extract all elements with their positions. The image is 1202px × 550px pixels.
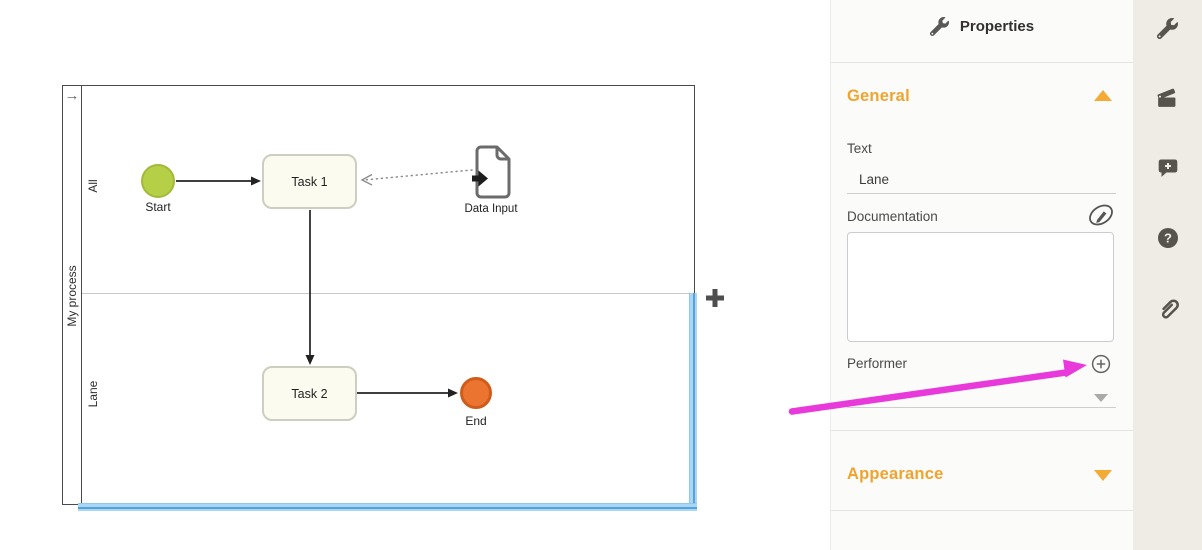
performer-dropdown[interactable] xyxy=(847,386,1116,406)
divider xyxy=(831,62,1133,63)
documentation-textarea[interactable] xyxy=(847,232,1114,342)
add-lane-button[interactable] xyxy=(704,287,726,309)
toolbar-clapperboard-button[interactable] xyxy=(1150,80,1186,116)
section-general[interactable]: General xyxy=(847,87,910,105)
pool-my-process[interactable] xyxy=(62,85,82,505)
toolbar-attachments-button[interactable] xyxy=(1150,290,1186,326)
task-2[interactable]: Task 2 xyxy=(262,366,357,421)
plus-circle-icon xyxy=(1091,354,1111,374)
end-event[interactable] xyxy=(460,377,492,409)
lane-lane-selected[interactable] xyxy=(82,293,695,504)
toolbar-properties-button[interactable] xyxy=(1150,10,1186,46)
dropdown-underline xyxy=(847,407,1116,408)
svg-text:?: ? xyxy=(1164,231,1172,246)
start-event-label: Start xyxy=(145,200,171,214)
end-event-label: End xyxy=(465,414,487,428)
panel-title: Properties xyxy=(959,17,1035,35)
comment-plus-icon xyxy=(1158,159,1177,177)
start-event[interactable] xyxy=(141,164,175,198)
text-input[interactable] xyxy=(847,168,1116,190)
toolbar-comment-button[interactable] xyxy=(1150,150,1186,186)
pool-marker-arrow-icon: → xyxy=(64,87,80,104)
diagram-canvas[interactable]: → My process All Lane Start Task 1 Task … xyxy=(0,0,830,550)
properties-panel-header: Properties xyxy=(831,0,1133,52)
task-1[interactable]: Task 1 xyxy=(262,154,357,209)
task-2-label: Task 2 xyxy=(291,386,328,401)
documentation-edit-button[interactable] xyxy=(1087,202,1115,228)
caret-down-icon xyxy=(1094,394,1108,402)
data-input-label: Data Input xyxy=(464,203,518,215)
text-field-label: Text xyxy=(847,141,872,156)
lane-lane-label: Lane xyxy=(86,380,100,408)
paperclip-icon xyxy=(1161,298,1179,319)
lane-selection-highlight xyxy=(78,503,697,511)
data-input-shape[interactable] xyxy=(470,144,514,205)
caret-up-icon[interactable] xyxy=(1094,90,1112,101)
plus-icon xyxy=(706,289,724,307)
divider xyxy=(831,430,1133,431)
wrench-icon xyxy=(929,16,949,36)
right-toolbar: ? xyxy=(1133,0,1202,550)
pool-label: My process xyxy=(65,265,79,327)
section-appearance[interactable]: Appearance xyxy=(847,465,944,483)
edit-pencil-icon xyxy=(1089,204,1113,226)
toolbar-help-button[interactable]: ? xyxy=(1150,220,1186,256)
properties-panel: Properties General Text Documentation Pe… xyxy=(830,0,1133,550)
performer-add-button[interactable] xyxy=(1091,354,1111,374)
wrench-icon xyxy=(1157,17,1178,39)
task-1-label: Task 1 xyxy=(291,174,328,189)
help-icon: ? xyxy=(1157,228,1178,248)
performer-field-label: Performer xyxy=(847,356,908,371)
divider xyxy=(831,510,1133,511)
lane-all-label: All xyxy=(86,179,100,193)
input-underline xyxy=(847,193,1116,194)
lane-selection-highlight xyxy=(689,293,697,510)
lane-all[interactable] xyxy=(82,85,695,293)
caret-down-icon[interactable] xyxy=(1094,470,1112,481)
clapperboard-icon xyxy=(1157,88,1176,107)
documentation-field-label: Documentation xyxy=(847,209,938,224)
